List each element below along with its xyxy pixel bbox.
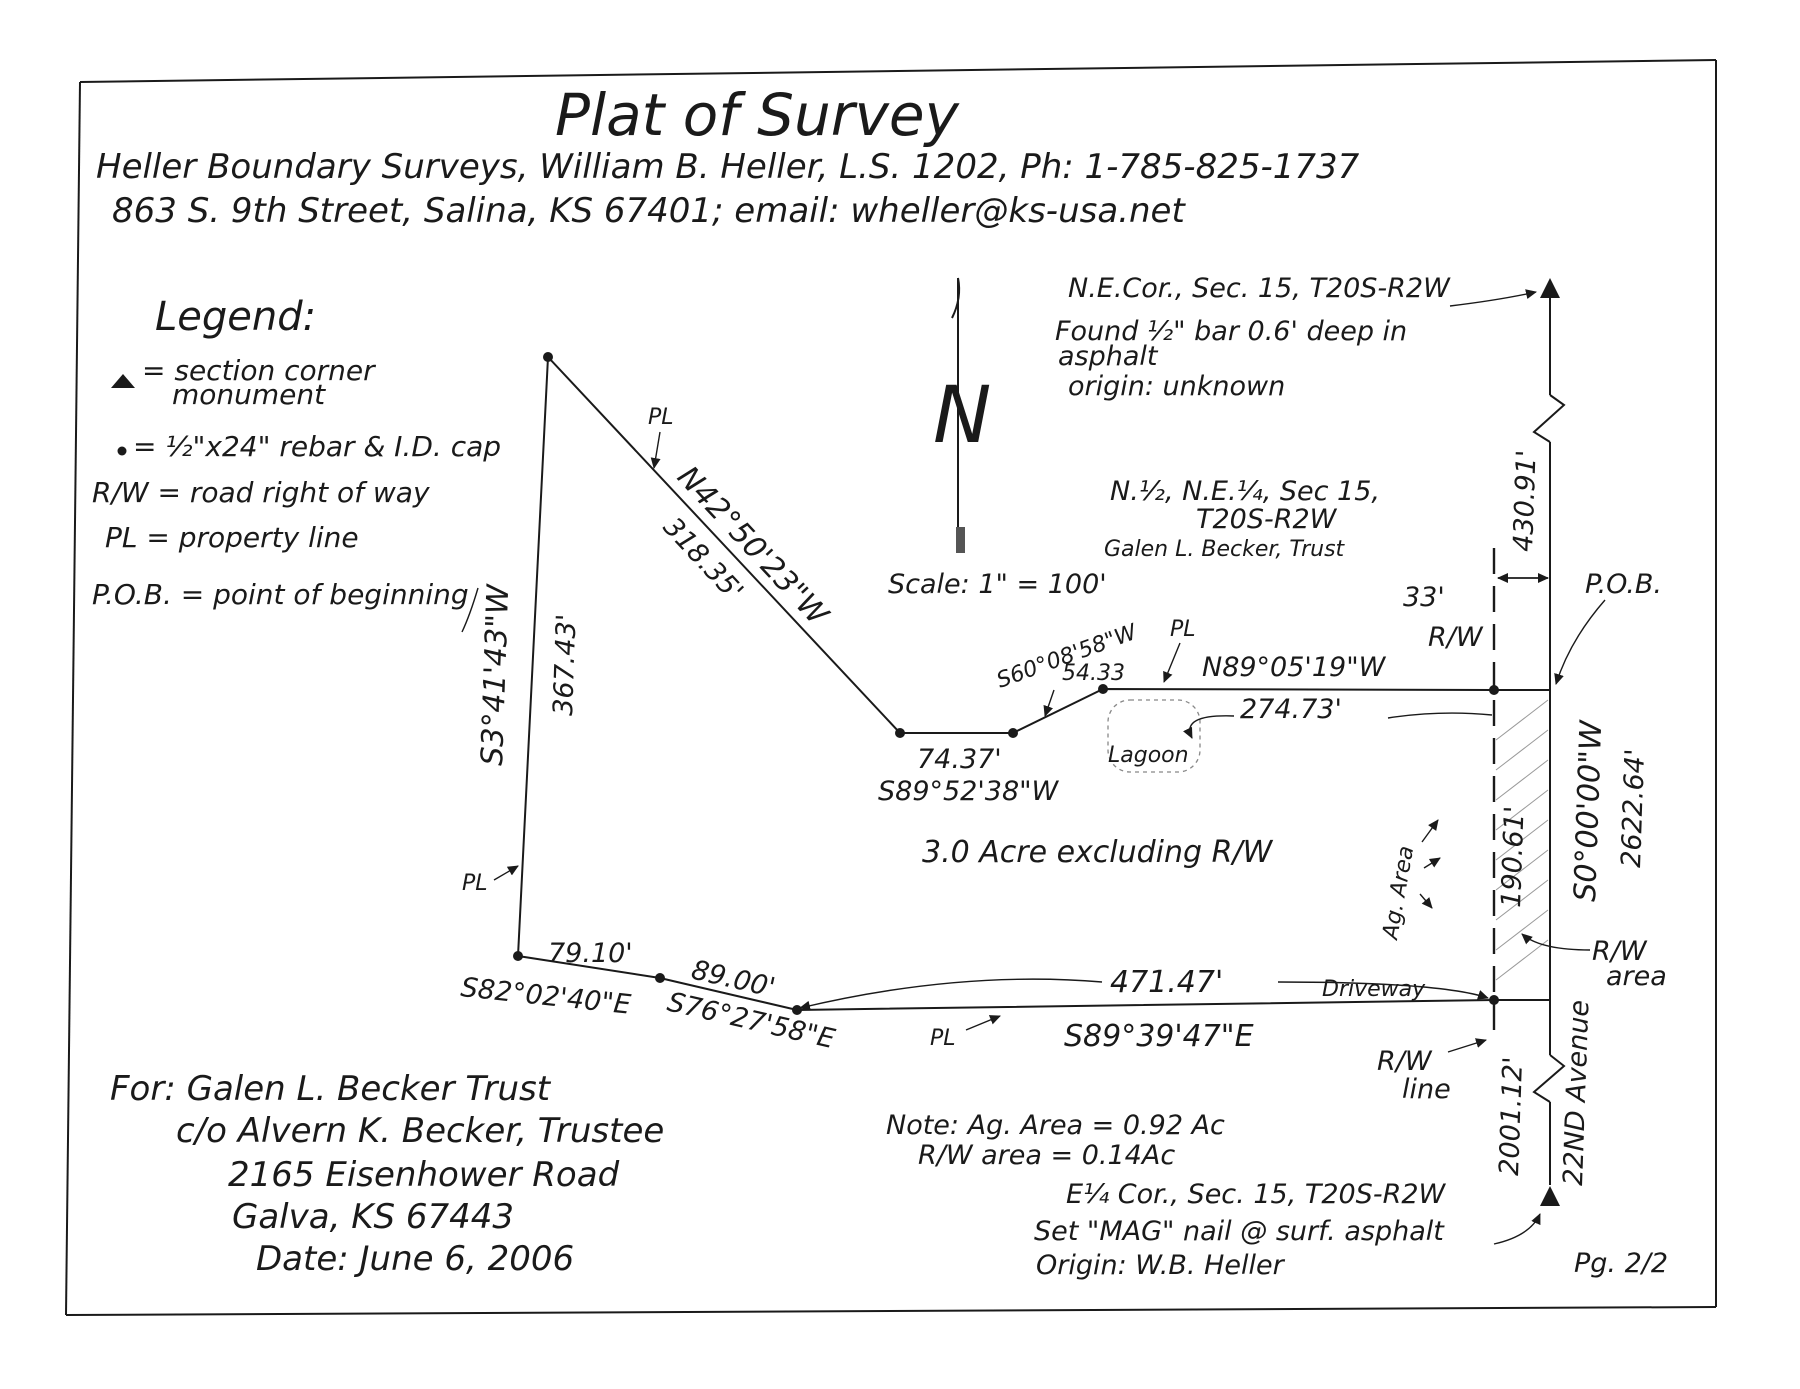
rw-area-label-1: R/W	[1592, 936, 1648, 967]
legend-item-rebar: = ½"x24" rebar & I.D. cap	[133, 430, 501, 463]
surveyor-line: Heller Boundary Surveys, William B. Hell…	[96, 147, 1360, 187]
lagoon-outline	[1107, 699, 1201, 773]
client-line2: c/o Alvern K. Becker, Trustee	[176, 1111, 664, 1151]
svg-text:PL: PL	[462, 871, 488, 896]
s89-52-distance-label: 74.37'	[917, 744, 1002, 775]
survey-date: Date: June 6, 2006	[256, 1239, 574, 1279]
right-of-way-hatched-area	[1495, 699, 1549, 981]
client-block: For: Galen L. Becker Trust c/o Alvern K.…	[110, 1069, 664, 1279]
ag-area-label: Ag. Area	[1378, 844, 1419, 943]
s89-39-distance-label: 471.47'	[1110, 965, 1223, 1000]
driveway-label: Driveway	[1322, 977, 1426, 1002]
legend-item-monument: monument	[172, 378, 326, 411]
legend-item-section-corner: = section corner	[142, 354, 376, 387]
pob-label: P.O.B.	[1585, 569, 1662, 600]
s89-52-bearing-label: S89°52'38"W	[878, 776, 1060, 807]
north-arrow-letter: N	[933, 371, 991, 461]
address-line: 863 S. 9th Street, Salina, KS 67401; ema…	[112, 191, 1186, 231]
area-note: Note: Ag. Area = 0.92 Ac R/W area = 0.14…	[886, 1110, 1225, 1171]
property-line-markers: PL PL PL PL	[462, 405, 1196, 1051]
legend-item-property-line: PL = property line	[105, 521, 359, 554]
rw-area-label-2: area	[1606, 961, 1667, 992]
rw-line-label-1: R/W	[1377, 1046, 1433, 1077]
distance-190-label: 190.61'	[1496, 805, 1531, 908]
distance-430-label: 430.91'	[1508, 449, 1543, 552]
legend-item-pob: P.O.B. = point of beginning	[92, 578, 469, 611]
legend-item-right-of-way: R/W = road right of way	[92, 476, 430, 509]
tract-line1: N.½, N.E.¼, Sec 15,	[1110, 476, 1380, 507]
s3-distance-label: 367.43'	[548, 613, 583, 716]
client-line1: For: Galen L. Becker Trust	[110, 1069, 552, 1109]
s82-distance-label: 79.10'	[548, 938, 633, 969]
svg-text:PL: PL	[1170, 617, 1196, 642]
page-title: Plat of Survey	[555, 81, 960, 149]
client-line4: Galva, KS 67443	[232, 1197, 514, 1237]
e-corner-line1: E¼ Cor., Sec. 15, T20S-R2W	[1066, 1179, 1447, 1210]
tract-description: N.½, N.E.¼, Sec 15, T20S-R2W Galen L. Be…	[1104, 476, 1380, 562]
acre-note: 3.0 Acre excluding R/W	[922, 835, 1274, 870]
s82-bearing-label: S82°02'40"E	[459, 972, 632, 1021]
s60-distance-label: 54.33	[1062, 661, 1125, 686]
e-corner-line2: Set "MAG" nail @ surf. asphalt	[1034, 1216, 1445, 1247]
client-line3: 2165 Eisenhower Road	[228, 1155, 620, 1195]
tract-line3: Galen L. Becker, Trust	[1104, 537, 1346, 562]
ne-corner-note: N.E.Cor., Sec. 15, T20S-R2W Found ½" bar…	[1055, 273, 1451, 402]
ne-corner-line1: N.E.Cor., Sec. 15, T20S-R2W	[1068, 273, 1451, 304]
n89-bearing-label: N89°05'19"W	[1202, 652, 1387, 683]
east-bearing-label: S0°00'00"W	[1568, 719, 1609, 903]
note-line1: Note: Ag. Area = 0.92 Ac	[886, 1110, 1225, 1141]
legend-heading: Legend:	[155, 294, 316, 340]
section-line-east	[1532, 278, 1566, 1206]
e-quarter-corner-note: E¼ Cor., Sec. 15, T20S-R2W Set "MAG" nai…	[1034, 1179, 1541, 1281]
sheet-border	[65, 59, 1717, 1316]
ne-corner-line4: origin: unknown	[1068, 371, 1285, 402]
distance-2001-label: 2001.12'	[1494, 1056, 1529, 1176]
legend: Legend: = section corner monument = ½"x2…	[92, 294, 501, 633]
s89-39-bearing-label: S89°39'47"E	[1064, 1019, 1254, 1054]
ne-corner-monument-icon	[1540, 278, 1560, 298]
east-distance-label: 2622.64'	[1616, 748, 1651, 868]
svg-text:PL: PL	[930, 1026, 956, 1051]
rw-width-label: 33'	[1403, 582, 1445, 613]
north-arrow: N	[933, 277, 991, 553]
e-corner-line3: Origin: W.B. Heller	[1036, 1250, 1286, 1281]
svg-text:PL: PL	[648, 405, 674, 430]
rebar-cap-icon	[117, 446, 127, 456]
tract-line2: T20S-R2W	[1196, 504, 1338, 535]
avenue-label: 22ND Avenue	[1558, 999, 1595, 1186]
rw-width-rw-label: R/W	[1428, 622, 1484, 653]
page-number: Pg. 2/2	[1574, 1248, 1668, 1279]
note-line2: R/W area = 0.14Ac	[918, 1140, 1175, 1171]
rw-line-label-2: line	[1402, 1074, 1451, 1105]
n89-distance-label: 274.73'	[1240, 694, 1342, 725]
ne-corner-line3: asphalt	[1058, 341, 1159, 372]
lagoon-label: Lagoon	[1108, 743, 1189, 768]
s3-bearing-label: S3°41'43"W	[475, 583, 516, 767]
ne-corner-line2: Found ½" bar 0.6' deep in	[1055, 316, 1407, 347]
scale-label: Scale: 1" = 100'	[888, 569, 1107, 600]
e-quarter-corner-monument-icon	[1540, 1186, 1560, 1206]
survey-pins	[513, 352, 1499, 1015]
section-corner-monument-icon	[111, 374, 135, 388]
